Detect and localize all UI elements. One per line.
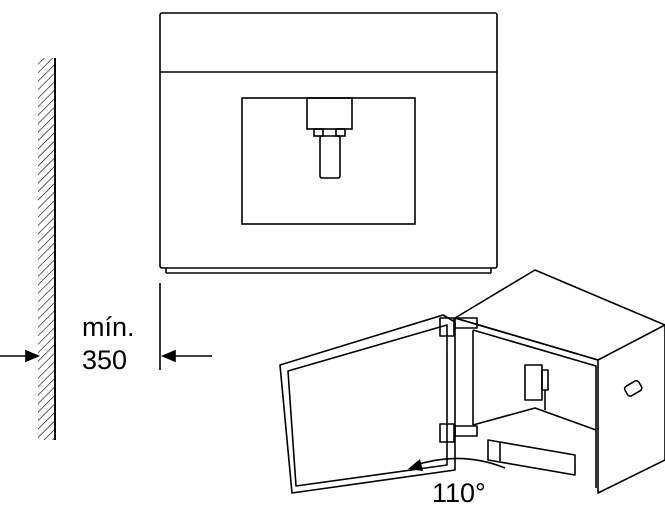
appliance-front-view: [159, 12, 498, 274]
appliance-open-door-view: [279, 269, 665, 494]
door-opening-angle: 110°: [432, 478, 486, 508]
min-distance-label: mín.: [82, 312, 135, 342]
swing-arrow-head: [408, 459, 423, 471]
side-wall: [38, 58, 56, 440]
min-distance-value: 350: [82, 345, 128, 375]
clearance-dimension: [0, 283, 212, 370]
